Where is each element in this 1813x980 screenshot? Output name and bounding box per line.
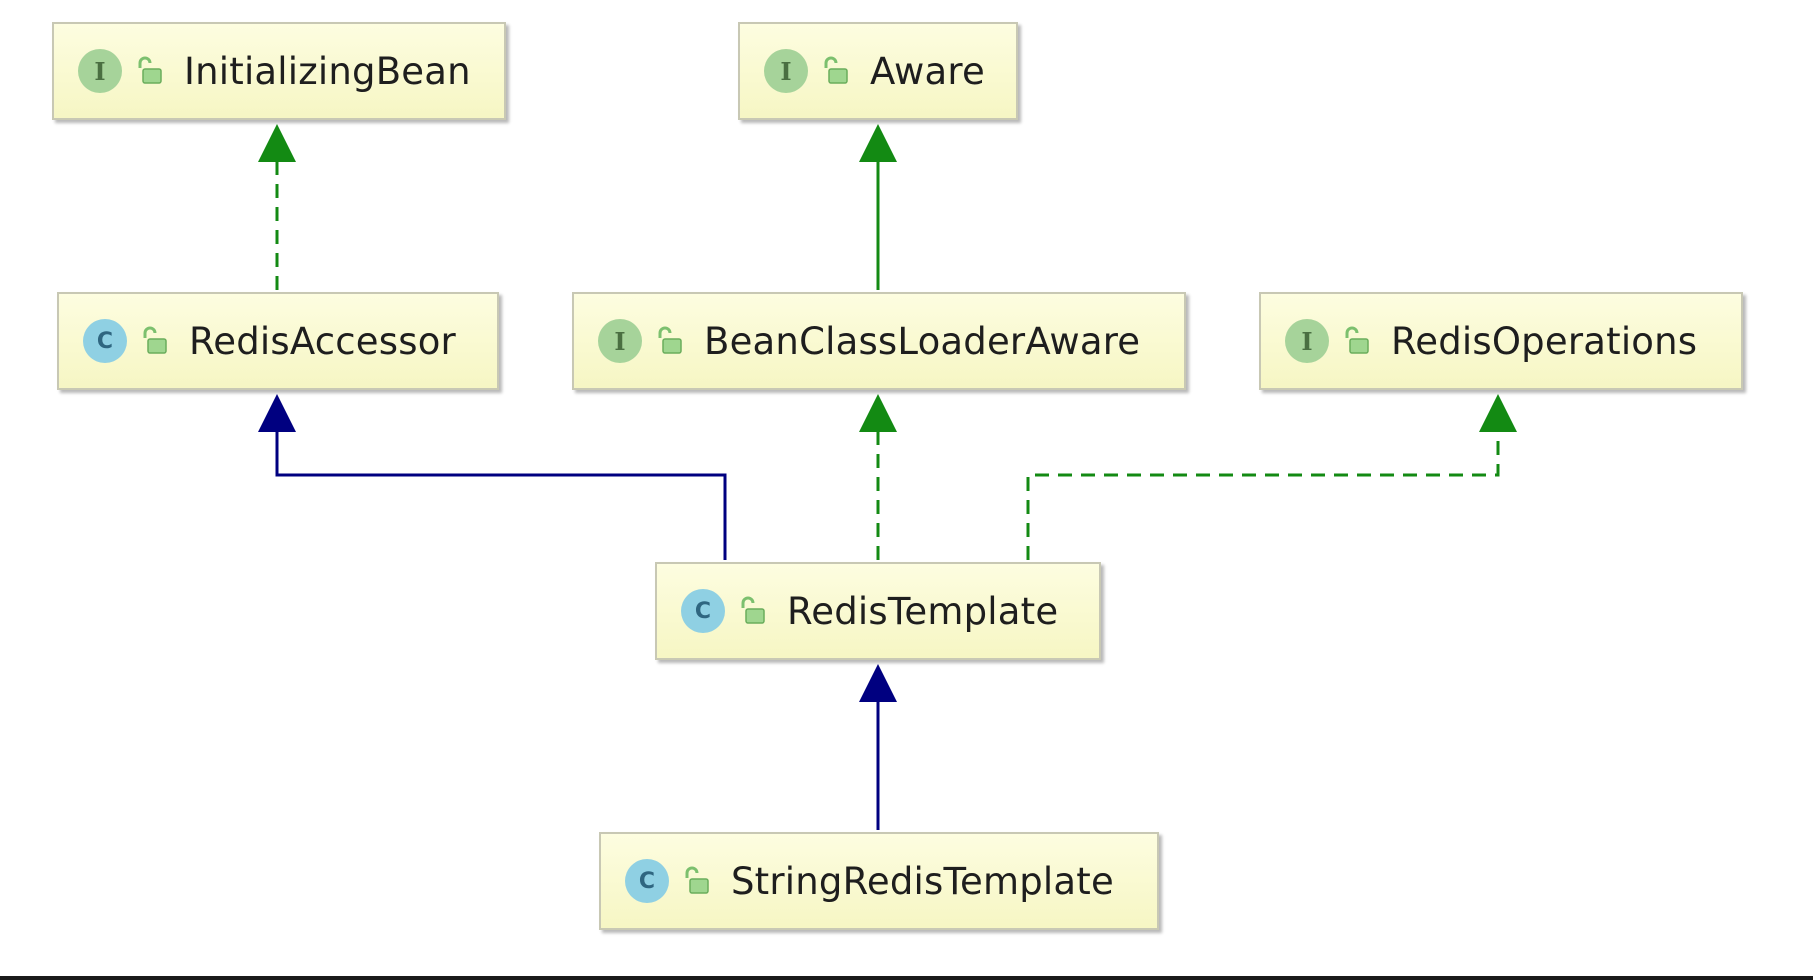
- unlocked-padlock-icon: [685, 866, 709, 894]
- node-redistemplate[interactable]: C RedisTemplate: [655, 562, 1101, 660]
- unlocked-padlock-icon: [1345, 326, 1369, 354]
- node-label: RedisOperations: [1391, 319, 1698, 363]
- node-beanclassloaderaware[interactable]: I BeanClassLoaderAware: [572, 292, 1186, 390]
- node-label: RedisTemplate: [787, 589, 1059, 633]
- node-label: RedisAccessor: [189, 319, 456, 363]
- unlocked-padlock-icon: [143, 326, 167, 354]
- node-aware[interactable]: I Aware: [738, 22, 1018, 120]
- class-badge-icon: C: [625, 859, 669, 903]
- node-label: StringRedisTemplate: [731, 859, 1114, 903]
- node-stringredistemplate[interactable]: C StringRedisTemplate: [599, 832, 1159, 930]
- edge-beanclassloaderaware-to-aware: [859, 124, 897, 290]
- unlocked-padlock-icon: [138, 56, 162, 84]
- unlocked-padlock-icon: [658, 326, 682, 354]
- interface-badge-icon: I: [598, 319, 642, 363]
- node-initializingbean[interactable]: I InitializingBean: [52, 22, 506, 120]
- bottom-divider: [0, 976, 1813, 980]
- node-redisaccessor[interactable]: C RedisAccessor: [57, 292, 499, 390]
- node-label: InitializingBean: [184, 49, 471, 93]
- unlocked-padlock-icon: [824, 56, 848, 84]
- class-badge-icon: C: [83, 319, 127, 363]
- edge-redistemplate-to-beanclassloaderaware: [859, 394, 897, 560]
- interface-badge-icon: I: [764, 49, 808, 93]
- node-label: Aware: [870, 49, 985, 93]
- edge-stringredistemplate-to-redistemplate: [859, 664, 897, 830]
- interface-badge-icon: I: [1285, 319, 1329, 363]
- unlocked-padlock-icon: [741, 596, 765, 624]
- node-label: BeanClassLoaderAware: [704, 319, 1141, 363]
- edge-redistemplate-to-redisoperations: [1026, 394, 1517, 560]
- edge-redisaccessor-to-initializingbean: [258, 124, 296, 290]
- interface-badge-icon: I: [78, 49, 122, 93]
- class-badge-icon: C: [681, 589, 725, 633]
- edge-redistemplate-to-redisaccessor: [258, 394, 727, 560]
- node-redisoperations[interactable]: I RedisOperations: [1259, 292, 1743, 390]
